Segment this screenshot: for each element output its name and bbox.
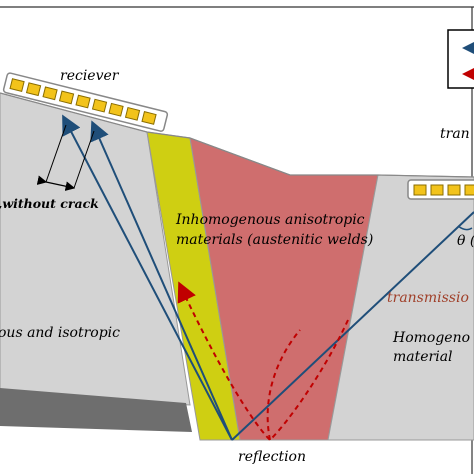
ray-reflected-path-1 <box>62 114 233 441</box>
theta-angle-arc <box>457 225 473 231</box>
left-base-shadow <box>0 388 192 432</box>
top-surface-line <box>0 92 474 178</box>
without-crack-label: ,without crack <box>0 196 99 211</box>
ray-direct-reflection <box>231 211 474 441</box>
ray-refracted-dashed-2 <box>266 329 301 441</box>
offset-bracket-arrow <box>36 175 76 191</box>
inhomogeneous-label-line2: materials (austenitic welds) <box>176 232 373 248</box>
ray-reflected-path-2 <box>90 120 233 441</box>
reflection-label: reflection <box>238 449 306 465</box>
inhomogeneous-label-line1: Inhomogenous anisotropic <box>175 212 365 228</box>
offset-bracket-left <box>45 124 67 183</box>
right-material-label-line2: material <box>393 349 453 365</box>
receiver-transducer <box>2 72 169 132</box>
ray-refracted-dashed <box>177 281 349 442</box>
transmission-label: transmissio <box>387 290 469 306</box>
receiver-label: reciever <box>60 68 120 84</box>
receiver-elements <box>9 78 157 125</box>
transmitter-transducer <box>407 179 474 200</box>
left-material-label: ous and isotropic <box>0 325 120 341</box>
offset-bracket-right <box>73 130 95 189</box>
right-material-label-line1: Homogeno <box>392 330 470 346</box>
legend-box <box>447 29 474 89</box>
theta-label: θ ( <box>457 233 474 249</box>
transmitter-label: tran <box>440 126 470 142</box>
